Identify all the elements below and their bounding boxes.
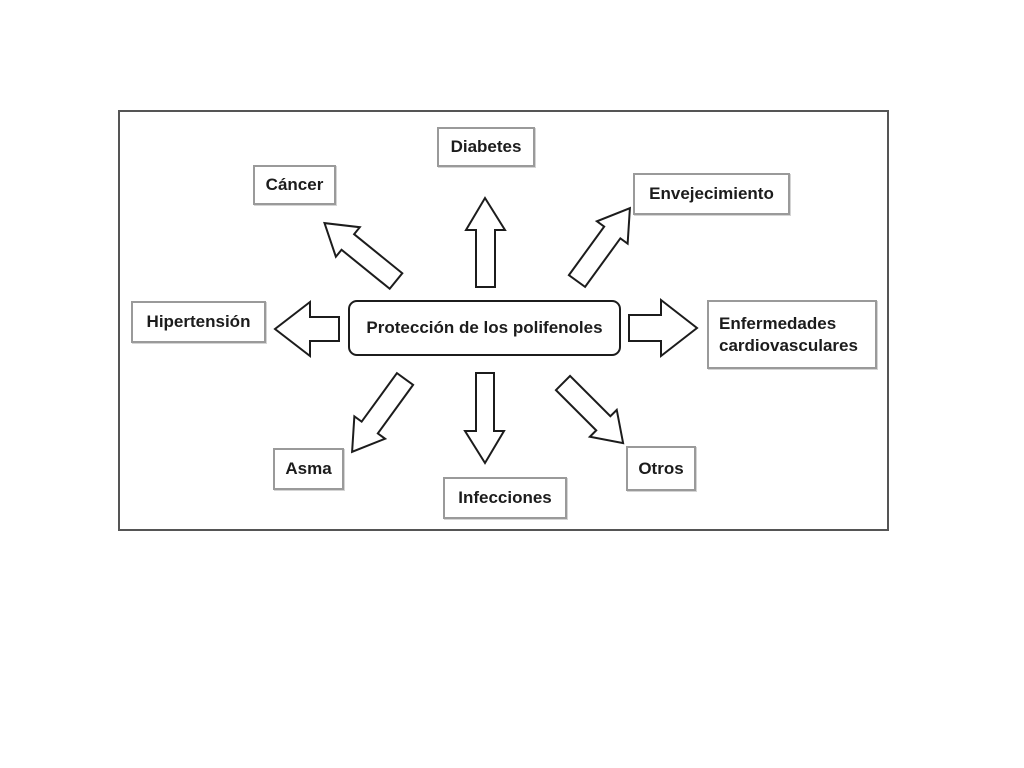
node-asma: Asma xyxy=(273,448,344,490)
arrow-to-cancer xyxy=(323,221,404,291)
arrow-to-envejecimiento xyxy=(567,206,631,289)
node-cancer: Cáncer xyxy=(253,165,336,205)
node-enfermedades-line-1: Enfermedades xyxy=(719,314,837,334)
node-hipertension-label: Hipertensión xyxy=(146,312,251,332)
node-cancer-label: Cáncer xyxy=(265,175,324,195)
node-otros: Otros xyxy=(626,446,696,491)
node-envejecimiento-label: Envejecimiento xyxy=(649,184,774,204)
arrow-to-diabetes xyxy=(464,196,507,288)
node-envejecimiento: Envejecimiento xyxy=(633,173,790,215)
arrow-to-asma xyxy=(351,371,415,454)
node-hipertension: Hipertensión xyxy=(131,301,266,343)
node-enfermedades-line-2: cardiovasculares xyxy=(719,335,858,355)
node-infecciones-label: Infecciones xyxy=(458,488,552,508)
node-diabetes-label: Diabetes xyxy=(450,137,522,157)
arrow-to-hipertension xyxy=(273,299,340,359)
center-node: Protección de los polifenoles xyxy=(348,300,621,356)
arrow-to-enfermedades xyxy=(628,297,699,359)
arrow-to-infecciones xyxy=(463,372,506,465)
node-asma-label: Asma xyxy=(285,459,332,479)
node-infecciones: Infecciones xyxy=(443,477,567,519)
node-enfermedades-cardiovasculares: Enfermedades cardiovasculares xyxy=(707,300,877,369)
node-diabetes: Diabetes xyxy=(437,127,535,167)
arrow-to-otros xyxy=(554,374,625,445)
node-otros-label: Otros xyxy=(638,458,684,478)
center-label: Protección de los polifenoles xyxy=(366,318,603,337)
